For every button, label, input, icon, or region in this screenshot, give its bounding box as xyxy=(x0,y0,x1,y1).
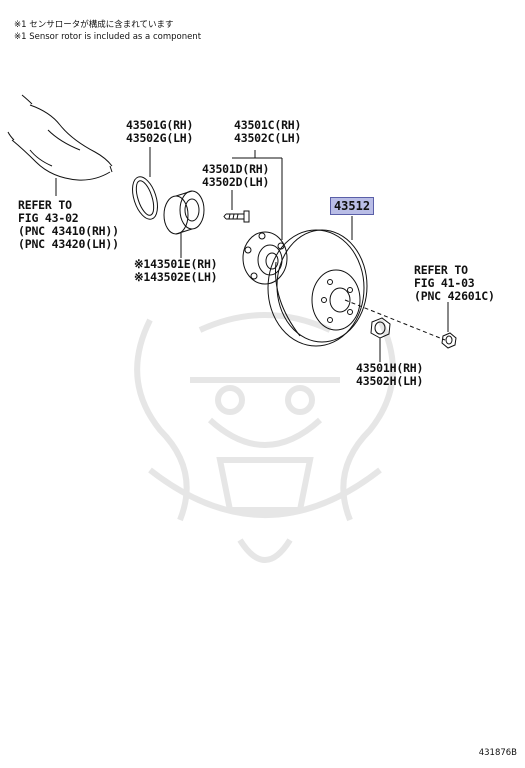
snap-ring-label: 43501G(RH) 43502G(LH) xyxy=(126,119,193,145)
hub-label: 43501C(RH) 43502C(LH) xyxy=(234,119,301,145)
refer-right-line1: REFER TO xyxy=(414,263,468,277)
refer-right-label: REFER TO FIG 41-03 (PNC 42601C) xyxy=(414,264,495,303)
refer-right-pnc[interactable]: (PNC 42601C) xyxy=(414,289,495,303)
nut-part-rh[interactable]: 43501H(RH) xyxy=(356,361,424,375)
hub-bolt-part-rh[interactable]: 43501D(RH) xyxy=(202,162,270,176)
nut-label: 43501H(RH) 43502H(LH) xyxy=(356,362,423,388)
bearing-part-lh[interactable]: ※143502E(LH) xyxy=(134,270,218,284)
note-japanese: ※1 センサロータが構成に含まれています xyxy=(14,20,174,30)
watermark-logo xyxy=(134,312,396,563)
note-english: ※1 Sensor rotor is included as a compone… xyxy=(14,32,202,42)
hub-part-lh[interactable]: 43502C(LH) xyxy=(234,131,302,145)
refer-right-part xyxy=(441,332,457,349)
snap-ring xyxy=(132,176,158,220)
bearing-part-rh[interactable]: ※143501E(RH) xyxy=(134,257,218,271)
refer-left-pnc-rh[interactable]: (PNC 43410(RH)) xyxy=(18,224,119,238)
snap-ring-part-rh[interactable]: 43501G(RH) xyxy=(126,118,194,132)
highlighted-part-number[interactable]: 43512 xyxy=(330,197,374,215)
nut-part-lh[interactable]: 43502H(LH) xyxy=(356,374,424,388)
refer-left-pnc-lh[interactable]: (PNC 43420(LH)) xyxy=(18,237,119,251)
hub-bolt xyxy=(223,210,250,223)
diagram-code: 431876B xyxy=(478,748,517,758)
refer-left-label: REFER TO FIG 43-02 (PNC 43410(RH)) (PNC … xyxy=(18,199,119,251)
refer-left-line1: REFER TO xyxy=(18,198,72,212)
hub-part-rh[interactable]: 43501C(RH) xyxy=(234,118,302,132)
axle-hub xyxy=(242,231,288,285)
hub-bolt-part-lh[interactable]: 43502D(LH) xyxy=(202,175,270,189)
bearing-label: ※143501E(RH) ※143502E(LH) xyxy=(134,257,218,284)
hub-nut xyxy=(370,317,391,339)
snap-ring-part-lh[interactable]: 43502G(LH) xyxy=(126,131,194,145)
refer-left-fig[interactable]: FIG 43-02 xyxy=(18,211,79,225)
hub-bolt-label: 43501D(RH) 43502D(LH) xyxy=(202,163,269,189)
driveshaft-sketch xyxy=(7,94,113,181)
refer-right-fig[interactable]: FIG 41-03 xyxy=(414,276,475,290)
disc-rotor xyxy=(267,229,368,347)
bearing xyxy=(163,190,205,235)
